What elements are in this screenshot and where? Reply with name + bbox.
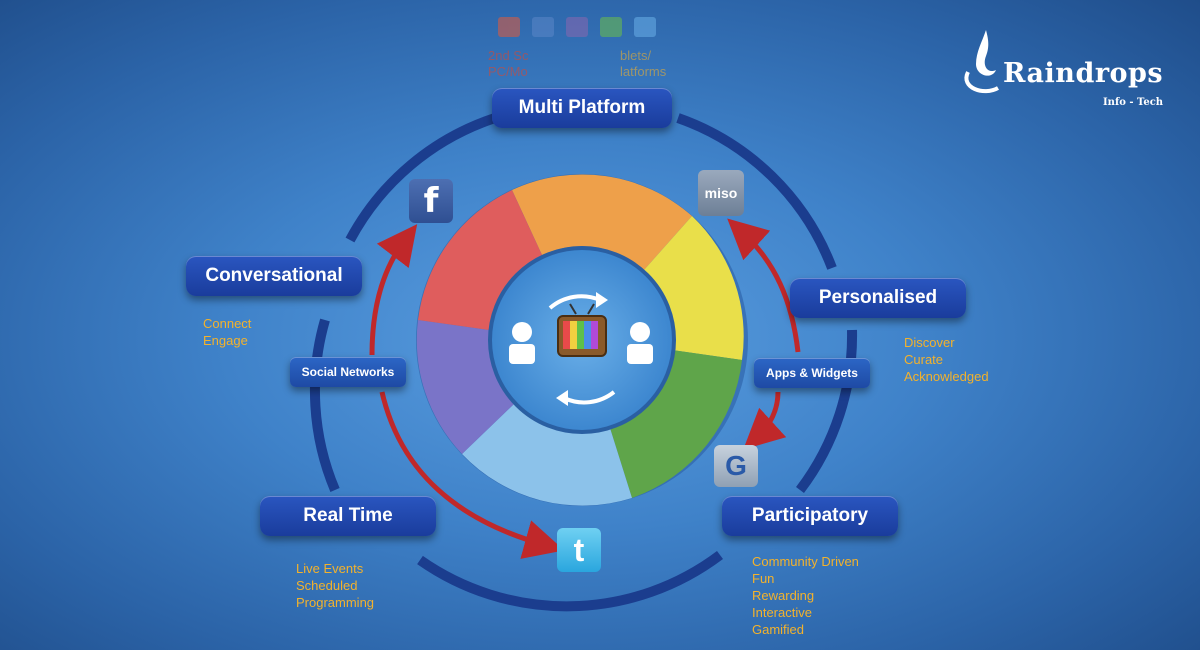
twitter-icon: t <box>557 528 601 572</box>
brand-name: Raindrops <box>1003 58 1164 89</box>
miso-icon: miso <box>698 170 744 216</box>
segment-lightblue <box>462 404 632 506</box>
ring-arc-bottom <box>417 551 724 612</box>
node-real-time: Real Time <box>260 496 436 536</box>
arrow-personalised-to-miso <box>727 218 801 353</box>
node-conversational: Conversational <box>186 256 362 296</box>
notes-conversational: Connect Engage <box>203 316 252 348</box>
ring-arc-top-right <box>676 113 837 270</box>
person-icon-right <box>627 322 653 364</box>
ring-arc-left <box>309 318 340 492</box>
device-icons-faded <box>498 17 656 37</box>
node-participatory: Participatory <box>722 496 898 536</box>
raindrop-logo-icon <box>964 30 999 94</box>
person-icon-left <box>509 322 535 364</box>
segment-purple <box>416 320 514 454</box>
ring-arc-right <box>796 329 858 494</box>
arrow-social-to-twitter <box>379 391 565 559</box>
connector-apps-widgets: Apps & Widgets <box>754 358 870 388</box>
node-personalised: Personalised <box>790 278 966 318</box>
center-donut <box>416 174 748 506</box>
caption-faded-right: blets/latforms <box>620 48 667 79</box>
arrow-social-to-facebook <box>369 224 418 356</box>
segment-yellow <box>644 216 744 360</box>
segment-orange <box>512 174 692 270</box>
notes-participatory: Community Driven Fun Rewarding Interacti… <box>752 554 859 637</box>
arrow-apps-to-getglue <box>743 391 787 450</box>
getglue-icon: G <box>714 445 758 487</box>
ring-arc-top-left <box>345 113 497 243</box>
brand-tagline: Info - Tech <box>1103 97 1164 108</box>
tv-icon <box>557 303 607 357</box>
connector-social-networks: Social Networks <box>290 357 406 387</box>
segment-green <box>610 350 742 498</box>
notes-personalised: Discover Curate Acknowledged <box>904 335 989 384</box>
node-multi-platform: Multi Platform <box>492 88 672 128</box>
segment-red <box>418 190 542 330</box>
notes-real-time: Live Events Scheduled Programming <box>296 561 375 610</box>
facebook-icon: f <box>409 179 453 223</box>
